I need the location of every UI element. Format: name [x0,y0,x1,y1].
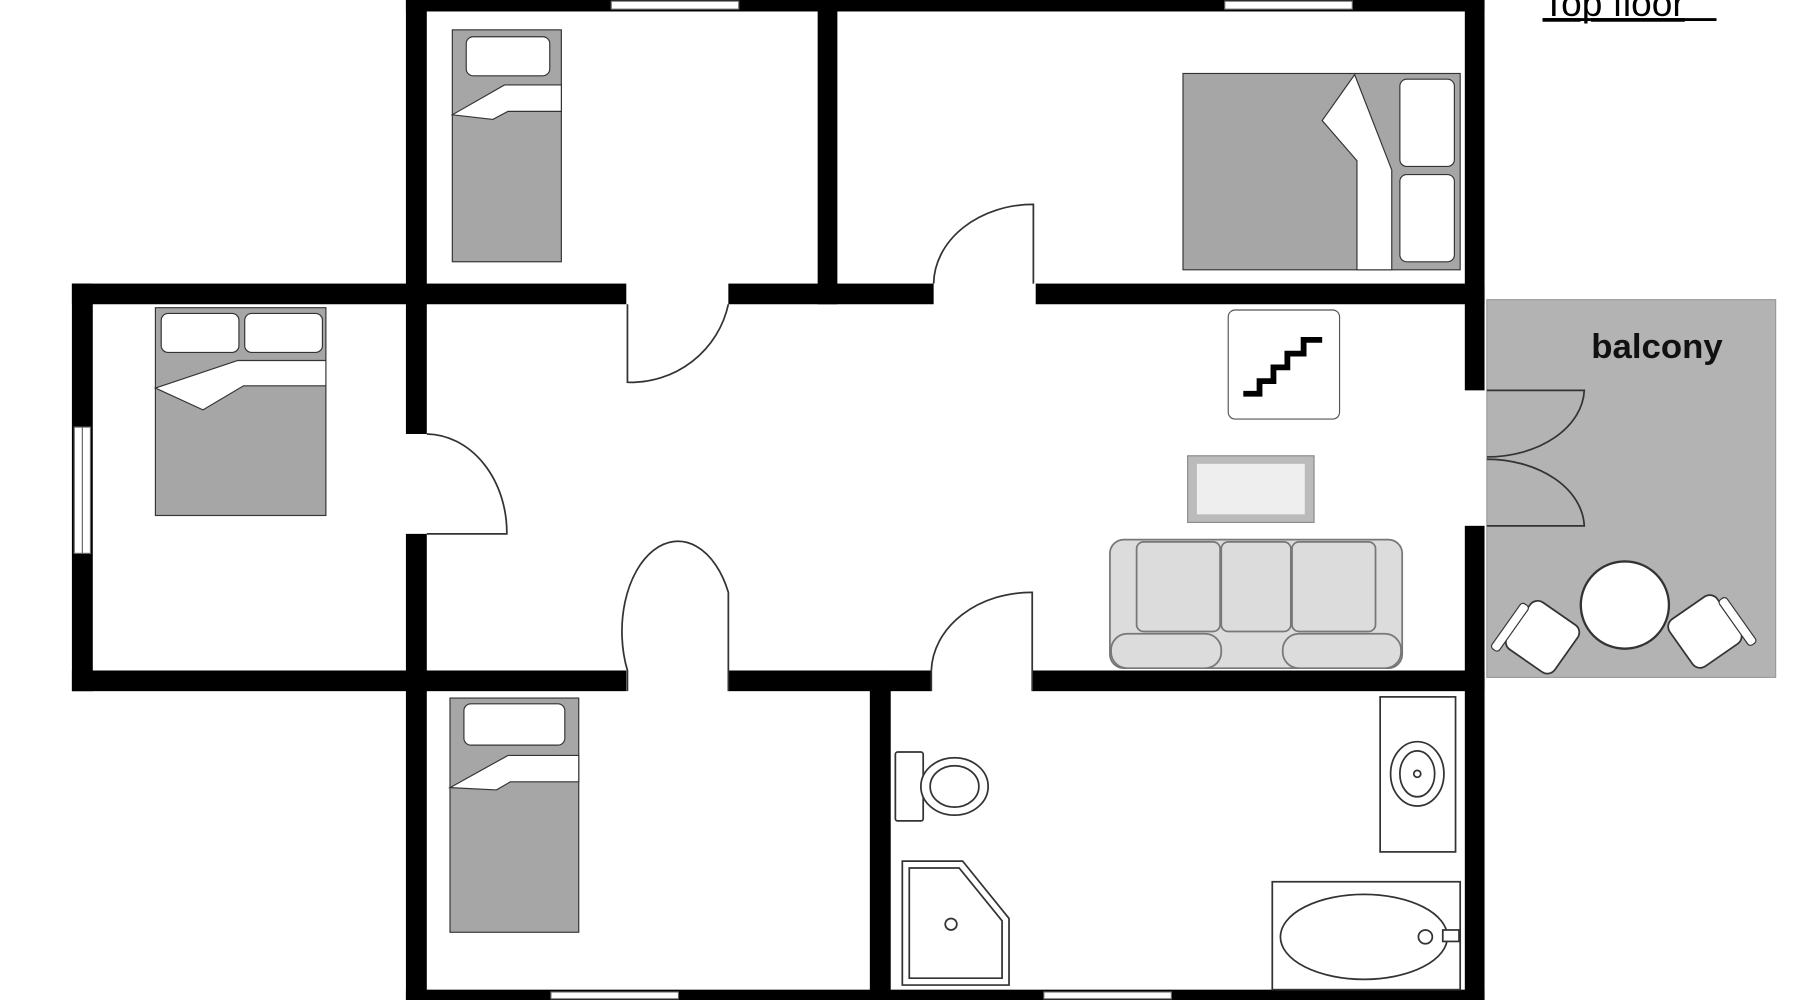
balcony-chair-right [1667,594,1757,669]
single-bed-top [450,29,562,263]
door-top-left-bedroom[interactable] [626,304,730,384]
door-left-bedroom[interactable] [426,433,508,535]
door-bathroom[interactable] [930,591,1034,692]
double-bed-master [1182,72,1461,271]
doors[interactable] [426,203,1035,692]
balcony-door[interactable] [1486,389,1586,527]
balcony-chair-left [1490,599,1581,675]
tv [1187,455,1315,523]
balcony-label: balcony [1591,328,1723,366]
shower [901,860,1010,986]
stairs-icon[interactable] [1227,309,1341,420]
single-bed-bottom [447,697,580,933]
sink [1379,696,1457,853]
double-bed-left [153,307,327,517]
toilet [894,751,990,822]
walls [71,0,1485,1000]
bathtub [1271,880,1462,991]
sofa [1109,538,1404,670]
door-master-bedroom[interactable] [932,203,1035,284]
balcony-table [1579,560,1671,650]
windows [73,0,1353,1000]
door-bottom-bedroom[interactable] [621,540,730,692]
